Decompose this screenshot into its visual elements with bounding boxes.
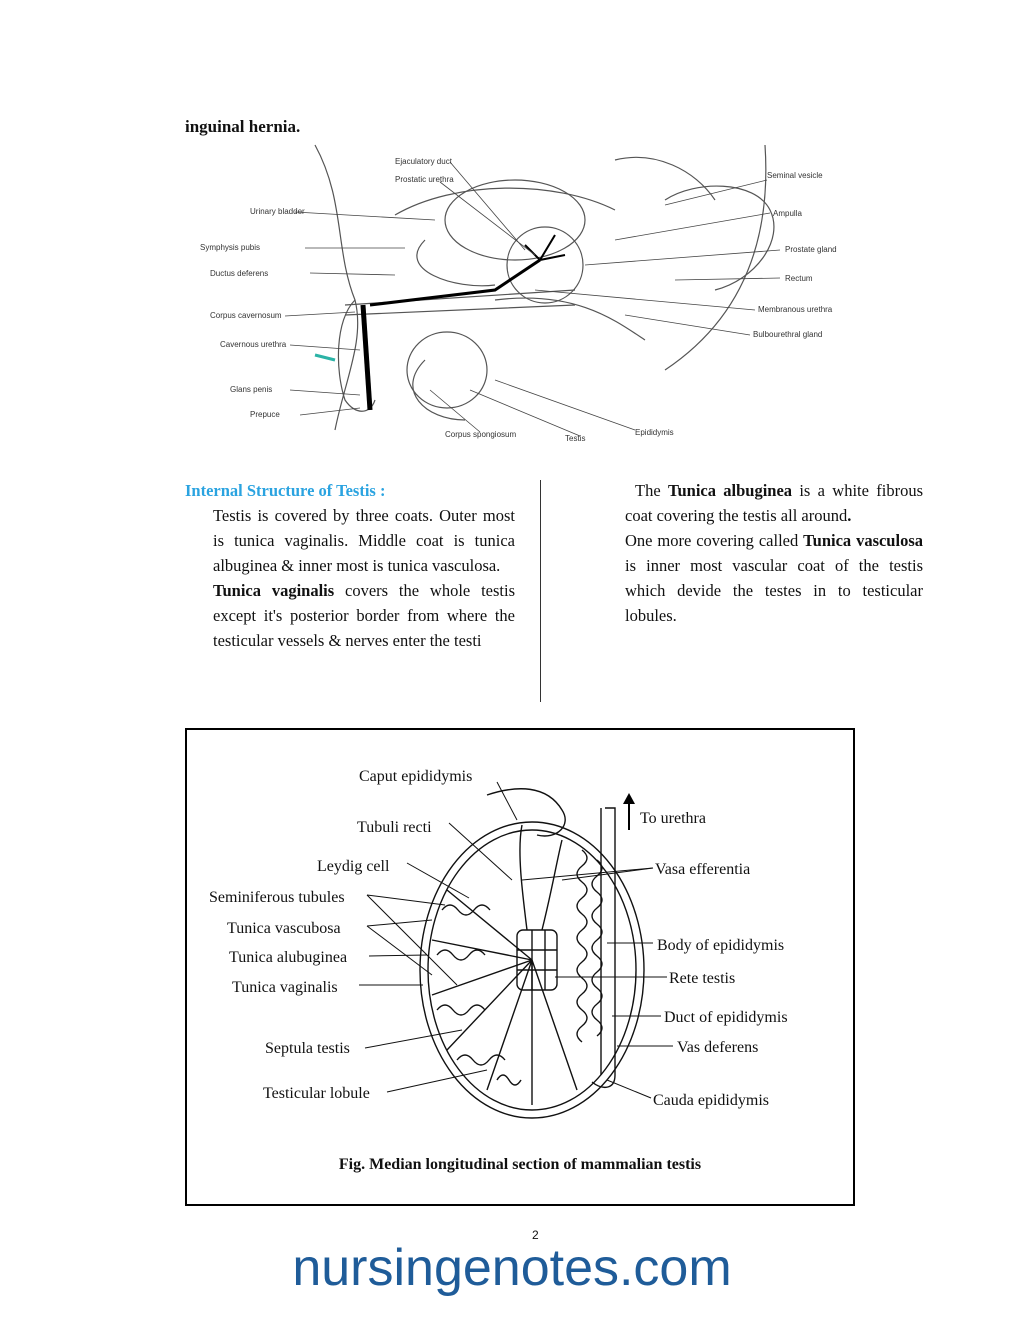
left-paragraph-2-text: covers the whole testis except it's post… <box>213 581 515 650</box>
tunica-vaginalis-term: Tunica vaginalis <box>213 581 335 600</box>
right-p1-text: is a white fibrous coat covering the tes… <box>625 481 923 525</box>
left-paragraph-2: Tunica vaginalis covers the whole testis… <box>213 578 515 653</box>
figure-caption: Fig. Median longitudinal section of mamm… <box>338 1156 702 1173</box>
label-tunica-vascubosa: Tunica vascubosa <box>227 920 341 937</box>
label-caput-epididymis: Caput epididymis <box>359 768 472 785</box>
right-p2-lead: One more covering called <box>625 531 804 550</box>
label-rete-testis: Rete testis <box>669 970 735 987</box>
label-ductus-deferens: Ductus deferens <box>210 269 268 278</box>
label-tubuli-recti: Tubuli recti <box>357 819 432 836</box>
label-urinary-bladder: Urinary bladder <box>250 207 305 216</box>
label-vas-deferens: Vas deferens <box>677 1039 758 1056</box>
label-rectum: Rectum <box>785 274 813 283</box>
label-septula-testis: Septula testis <box>265 1040 350 1057</box>
label-ejaculatory-duct: Ejaculatory duct <box>395 157 453 166</box>
label-glans-penis: Glans penis <box>230 385 272 394</box>
label-epididymis: Epididymis <box>635 428 674 437</box>
label-seminal-vesicle: Seminal vesicle <box>767 171 823 180</box>
label-tunica-alubuginea: Tunica alubuginea <box>229 949 347 966</box>
right-p2-text: is inner most vascular coat of the testi… <box>625 556 923 625</box>
male-reproductive-anatomy-figure: Ejaculatory duct Prostatic urethra Urina… <box>200 144 837 443</box>
label-prostatic-urethra: Prostatic urethra <box>395 175 454 184</box>
right-paragraph-2: One more covering called Tunica vasculos… <box>625 528 923 628</box>
label-ampulla: Ampulla <box>773 209 802 218</box>
label-vasa-efferentia: Vasa efferentia <box>655 861 750 878</box>
tunica-vasculosa-term: Tunica vasculosa <box>803 531 923 550</box>
label-to-urethra: To urethra <box>640 810 706 827</box>
label-tunica-vaginalis: Tunica vaginalis <box>232 979 338 996</box>
label-leydig-cell: Leydig cell <box>317 858 390 875</box>
label-cavernous-urethra: Cavernous urethra <box>220 340 287 349</box>
label-testicular-lobule: Testicular lobule <box>263 1085 370 1102</box>
label-prepuce: Prepuce <box>250 410 280 419</box>
label-symphysis-pubis: Symphysis pubis <box>200 243 260 252</box>
section-heading: Internal Structure of Testis : <box>185 481 386 500</box>
footer-brand: nursingenotes.com <box>292 1239 732 1297</box>
right-p1-period: . <box>847 506 852 525</box>
right-paragraph-1: The Tunica albuginea is a white fibrous … <box>625 478 923 528</box>
label-body-of-epididymis: Body of epididymis <box>657 937 784 954</box>
page-number: 2 <box>532 1228 539 1242</box>
testis-section-figure: Caput epididymis Tubuli recti Leydig cel… <box>185 728 855 1206</box>
label-corpus-cavernosum: Corpus cavernosum <box>210 311 282 320</box>
left-text-column: Internal Structure of Testis : Testis is… <box>185 478 515 653</box>
column-divider <box>540 480 541 702</box>
right-p1-lead: The <box>635 481 668 500</box>
label-cauda-epididymis: Cauda epididymis <box>653 1092 769 1109</box>
left-paragraph-1: Testis is covered by three coats. Outer … <box>213 506 515 575</box>
intro-text: inguinal hernia. <box>185 117 301 136</box>
label-duct-of-epididymis: Duct of epididymis <box>664 1009 788 1026</box>
tunica-albuginea-term: Tunica albuginea <box>667 481 793 500</box>
label-membranous-urethra: Membranous urethra <box>758 305 833 314</box>
label-testis: Testis <box>565 434 585 443</box>
label-bulbourethral-gland: Bulbourethral gland <box>753 330 822 339</box>
label-corpus-spongiosum: Corpus spongiosum <box>445 430 516 439</box>
label-seminiferous-tubules: Seminiferous tubules <box>209 889 345 906</box>
label-prostate-gland: Prostate gland <box>785 245 837 254</box>
right-text-column: The Tunica albuginea is a white fibrous … <box>625 478 923 628</box>
